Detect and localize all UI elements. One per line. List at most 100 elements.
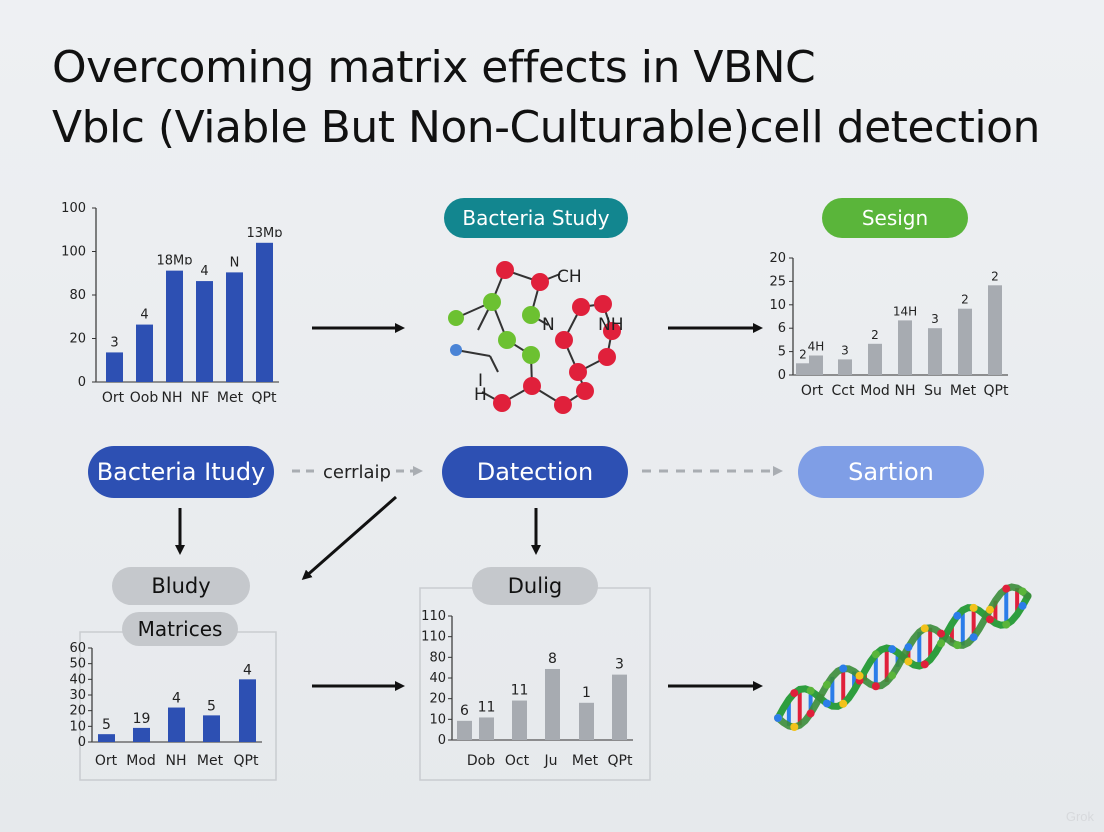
bar-data-label: 5 bbox=[207, 698, 216, 714]
y-tick-label: 20 bbox=[769, 251, 786, 266]
dna-atom bbox=[1002, 584, 1011, 593]
x-category-label: Ort bbox=[95, 753, 118, 769]
pill-bludy: Bludy bbox=[112, 567, 250, 605]
bar-data-label: 1 bbox=[582, 685, 591, 701]
dna-atom bbox=[888, 645, 897, 654]
x-category-label: Ju bbox=[543, 753, 557, 769]
bar-data-label: 3 bbox=[615, 657, 624, 673]
dna-atom bbox=[937, 639, 946, 648]
y-tick-label: 20 bbox=[69, 704, 86, 719]
x-category-label: NH bbox=[162, 390, 183, 406]
y-tick-label: 0 bbox=[438, 733, 446, 748]
dna-atom bbox=[790, 723, 799, 732]
y-tick-label: 30 bbox=[69, 688, 86, 703]
y-tick-label: 80 bbox=[429, 650, 446, 665]
bar-data-label: 11 bbox=[478, 699, 496, 715]
x-category-label: Mod bbox=[126, 753, 156, 769]
dna-atom bbox=[871, 682, 880, 691]
bar bbox=[106, 352, 123, 382]
bar-data-label: 4 bbox=[172, 691, 181, 707]
x-category-label: Mod bbox=[860, 383, 890, 399]
x-category-label: Oct bbox=[505, 753, 530, 769]
dna-atom bbox=[920, 624, 929, 633]
bar bbox=[868, 343, 882, 375]
x-category-label: QPt bbox=[234, 753, 259, 769]
x-category-label: QPt bbox=[984, 383, 1009, 399]
bar bbox=[958, 308, 972, 375]
dna-atom bbox=[985, 605, 994, 614]
bar-data-label: 3 bbox=[110, 335, 118, 350]
watermark: Grok bbox=[1065, 809, 1094, 824]
x-category-label: Dob bbox=[467, 753, 495, 769]
bar-data-label: 13Mɒ bbox=[246, 226, 282, 241]
title-line-1: Overcoming matrix effects in VBNC bbox=[52, 42, 816, 93]
bar-data-label: 11 bbox=[511, 683, 529, 699]
molecule-label-h: H bbox=[474, 385, 487, 405]
dna-atom bbox=[871, 650, 880, 659]
dna-atom bbox=[937, 629, 946, 638]
molecule-illustration: CH NH N I H bbox=[448, 261, 624, 414]
bar-data-label: 3 bbox=[931, 312, 939, 326]
y-tick-label: 0 bbox=[778, 368, 786, 383]
y-tick-label: 0 bbox=[78, 375, 86, 390]
molecule-label-nh: NH bbox=[598, 315, 624, 335]
dna-atom bbox=[904, 643, 913, 652]
x-category-label: NH bbox=[895, 383, 916, 399]
pill-matrices: Matrices bbox=[122, 612, 238, 646]
x-category-label: Met bbox=[217, 390, 244, 406]
bar-data-label: N bbox=[230, 255, 240, 270]
y-tick-label: 60 bbox=[69, 641, 86, 656]
y-tick-label: 110 bbox=[421, 609, 446, 624]
dna-atom bbox=[1018, 587, 1027, 596]
title-line-2: Vblc (Viable But Non-Culturable)cell det… bbox=[52, 102, 1040, 153]
bar bbox=[196, 281, 213, 382]
pill-sesign: Sesign bbox=[822, 198, 968, 238]
x-category-label: Met bbox=[197, 753, 224, 769]
y-tick-label: 6 bbox=[778, 321, 786, 336]
dna-atom bbox=[1002, 620, 1011, 629]
bar-data-label: 19 bbox=[133, 711, 151, 727]
dna-atom bbox=[822, 680, 831, 689]
dna-atom bbox=[839, 699, 848, 708]
bar-data-label: 4 bbox=[140, 308, 148, 323]
bar bbox=[256, 242, 273, 382]
pill-bacteria-study-top: Bacteria Study bbox=[444, 198, 628, 238]
dna-atom bbox=[888, 671, 897, 680]
bar bbox=[479, 717, 494, 740]
dna-atom bbox=[774, 714, 782, 722]
bar-data-label: 2 bbox=[991, 269, 999, 283]
bar-data-label: 14H bbox=[893, 304, 917, 318]
bar-data-label: 6 bbox=[460, 703, 469, 719]
dna-atom bbox=[1018, 601, 1027, 610]
y-tick-label: 100 bbox=[61, 201, 86, 216]
bar-data-label: 2 bbox=[799, 347, 807, 361]
y-tick-label: 20 bbox=[429, 692, 446, 707]
y-tick-label: 5 bbox=[778, 345, 786, 360]
bar bbox=[545, 668, 560, 740]
bar bbox=[98, 734, 115, 742]
connector-label: cerrlaip bbox=[323, 462, 391, 483]
bar bbox=[226, 272, 243, 382]
dna-backbone bbox=[774, 583, 1032, 731]
y-tick-label: 10 bbox=[769, 298, 786, 313]
dna-atom bbox=[969, 603, 978, 612]
bar bbox=[166, 270, 183, 382]
dna-atom bbox=[806, 686, 815, 695]
y-tick-label: 100 bbox=[61, 245, 86, 260]
y-tick-label: 50 bbox=[69, 657, 86, 672]
y-tick-label: 20 bbox=[69, 332, 86, 347]
bar-data-label: 4 bbox=[200, 264, 208, 279]
bar bbox=[239, 679, 256, 742]
y-tick-label: 0 bbox=[78, 735, 86, 750]
y-tick-label: 10 bbox=[69, 719, 86, 734]
dna-atom bbox=[855, 671, 864, 680]
bar-data-label: 18Mɒ bbox=[156, 254, 192, 269]
x-category-label: NF bbox=[191, 390, 210, 406]
x-category-label: Ort bbox=[801, 383, 824, 399]
bar bbox=[796, 363, 810, 375]
bar-data-label: 8 bbox=[548, 651, 557, 667]
dna-atom bbox=[839, 664, 848, 673]
